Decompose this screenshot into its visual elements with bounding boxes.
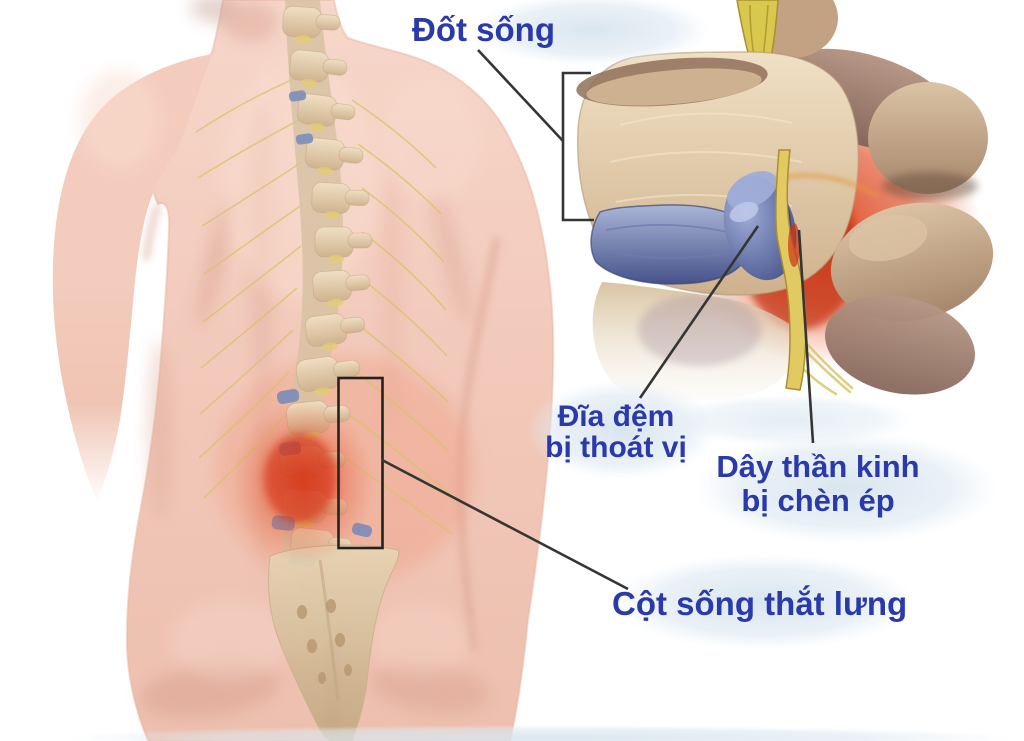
label-lumbar-spine: Cột sống thắt lưng <box>612 585 908 622</box>
label-compressed-nerve: Dây thần kinh bị chèn ép <box>694 450 942 518</box>
label-herniated-disc-line2: bị thoát vị <box>545 431 687 464</box>
label-herniated-disc-line1: Đĩa đệm <box>557 400 675 433</box>
lower-vertebra <box>592 282 797 401</box>
lumbar-inflammation-core <box>264 434 336 522</box>
wing-lower-right <box>824 295 976 395</box>
annotations <box>337 49 815 591</box>
connector-lumbar <box>381 458 629 591</box>
bulge-cap <box>727 171 777 209</box>
vertebra-bracket <box>561 71 594 222</box>
left-arm <box>52 54 212 500</box>
wing-highlight <box>848 214 928 262</box>
closeup-illustration <box>576 0 994 401</box>
sacrum <box>268 544 400 741</box>
posterior-knob-right <box>868 82 988 194</box>
nerve-compression-mark <box>788 223 800 267</box>
label-compressed-nerve-line1: Dây thần kinh <box>716 449 920 484</box>
connector-nerve <box>797 229 815 444</box>
label-herniated-disc: Đĩa đệm bị thoát vị <box>524 401 708 463</box>
label-vertebra: Đốt sống <box>412 11 555 48</box>
knob-shadow <box>882 172 978 200</box>
bulge-highlight <box>729 201 759 223</box>
lumbar-roi-box <box>337 376 384 550</box>
body-illustration <box>52 0 555 741</box>
label-compressed-nerve-line2: bị chèn ép <box>741 483 895 518</box>
label-halos <box>60 0 1020 741</box>
compressed-nerve-root <box>775 149 807 391</box>
connector-disc <box>638 225 760 399</box>
connector-vertebra <box>477 49 564 142</box>
